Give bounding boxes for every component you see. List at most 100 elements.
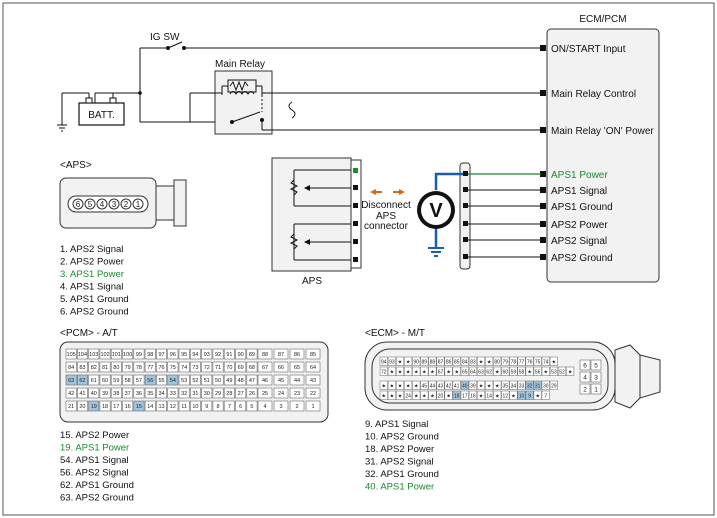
pcm-pin-number: 41 xyxy=(79,391,85,397)
pcm-pin-number: 97 xyxy=(158,352,164,358)
pcm-pin-number: 30 xyxy=(204,391,210,397)
pcm-pin-number: 99 xyxy=(136,352,142,358)
ecm-pin-cell xyxy=(566,366,575,376)
pcm-pin-cell xyxy=(289,387,305,399)
ecm-pin-cell xyxy=(533,390,542,400)
pcm-pin-number: 57 xyxy=(136,378,142,384)
pcm-pin-number: 61 xyxy=(91,378,97,384)
pcm-pin-number: 69 xyxy=(238,365,244,371)
ecm-pin-cell xyxy=(485,356,494,366)
ecm-pin-number: ★ xyxy=(552,359,557,365)
pin-list-item: 18. APS2 Power xyxy=(365,444,434,455)
pcm-pin-cell xyxy=(110,400,122,412)
aps-connector-pin xyxy=(72,198,84,210)
ecm-pin-cell xyxy=(476,366,486,376)
ecm-pin-number: 63 xyxy=(478,369,484,375)
pcm-pin-cell xyxy=(65,374,77,386)
pcm-pin-number: 50 xyxy=(215,378,221,384)
aps-connector-pin xyxy=(84,198,96,210)
pcm-pin-cell xyxy=(77,348,88,360)
pcm-pin-number: 7 xyxy=(228,404,231,410)
ecm-pin-cell xyxy=(533,366,542,376)
pcm-pin-number: 91 xyxy=(226,352,232,358)
pcm-pin-cell xyxy=(190,400,201,412)
ecm-pin-cell xyxy=(379,366,388,376)
ecm-pin-number: 65 xyxy=(462,369,468,375)
pcm-pin-number: 47 xyxy=(249,378,255,384)
pcm-pin-number: 52 xyxy=(192,378,198,384)
pcm-pin-number: 66 xyxy=(278,365,284,371)
ecm-pin-number: ★ xyxy=(487,359,492,365)
ecm-pin-number: 76 xyxy=(527,359,533,365)
pcm-pin-cell xyxy=(273,400,289,412)
ecm-pin-number: ★ xyxy=(446,393,451,399)
pcm-pin-cell xyxy=(99,361,111,373)
ecm-pin-number: ★ xyxy=(422,369,427,375)
pcm-pin-cell xyxy=(178,348,190,360)
pcm-pin-cell xyxy=(223,400,235,412)
ecm-pin-label: APS2 Signal xyxy=(551,236,607,247)
pcm-pin-cell xyxy=(167,348,179,360)
ecm-pin-number: 43 xyxy=(438,383,444,389)
pcm-pin-number: 24 xyxy=(278,391,284,397)
pcm-pin-number: 75 xyxy=(170,365,176,371)
ecm-pin-cell xyxy=(468,390,477,400)
pcm-pin-cell xyxy=(246,361,258,373)
ecm-pin-cell xyxy=(501,390,510,400)
pcm-pin-number: 96 xyxy=(170,352,176,358)
pcm-pin-cell xyxy=(305,387,321,399)
pin-list-item: 2. APS2 Power xyxy=(60,257,124,268)
ecm-pin-label: APS1 Power xyxy=(551,170,608,181)
pcm-pin-cell xyxy=(257,400,273,412)
ecm-pin-cell xyxy=(476,356,486,366)
ecm-pin-number: ★ xyxy=(430,369,435,375)
ecm-side-pin-number: 1 xyxy=(594,387,598,394)
pcm-pin-cell xyxy=(133,387,145,399)
pin-list-item: 6. APS2 Ground xyxy=(60,307,129,318)
pin-list-item: 63. APS2 Ground xyxy=(60,493,134,504)
ecm-pin-cell xyxy=(460,366,469,376)
ecm-pin-cell xyxy=(412,366,421,376)
ecm-pin-cell xyxy=(387,366,396,376)
pcm-pin-number: 16 xyxy=(125,404,131,410)
ecm-pin-number: 42 xyxy=(446,383,452,389)
ecm-pin-number: 62 xyxy=(486,369,492,375)
pcm-pin-number: 82 xyxy=(91,365,97,371)
pcm-pin-cell xyxy=(77,400,88,412)
pcm-pin-cell xyxy=(122,348,134,360)
pcm-pin-number: 40 xyxy=(91,391,97,397)
ecm-pin-number: 85 xyxy=(454,359,460,365)
pcm-pin-cell xyxy=(88,400,100,412)
ecm-pin-number: 33 xyxy=(519,383,525,389)
ecm-pin-cell xyxy=(444,390,453,400)
pcm-pin-number: 59 xyxy=(113,378,119,384)
ecm-side-pin-number: 4 xyxy=(583,375,587,382)
pcm-pin-number: 6 xyxy=(239,404,242,410)
ecm-pin-cell xyxy=(525,366,534,376)
ecm-pin-number: 32 xyxy=(527,383,533,389)
pcm-pin-cell xyxy=(110,361,122,373)
pcm-pin-number: 56 xyxy=(147,378,153,384)
ecm-pin-marker xyxy=(540,90,546,96)
ecm-pin-number: 84 xyxy=(462,359,468,365)
pin-list-item: 9. APS1 Signal xyxy=(365,419,428,430)
pcm-pin-cell xyxy=(235,400,247,412)
pcm-pin-number: 23 xyxy=(294,391,300,397)
pcm-pin-cell xyxy=(122,374,134,386)
pcm-pin-number: 62 xyxy=(79,378,85,384)
ecm-pin-marker xyxy=(540,187,546,193)
pcm-pin-cell xyxy=(88,374,100,386)
ecm-pin-number: ★ xyxy=(446,369,451,375)
pcm-pin-number: 19 xyxy=(91,404,97,410)
pcm-pin-cell xyxy=(99,387,111,399)
ecm-pin-cell xyxy=(404,356,413,366)
ecm-pin-cell xyxy=(404,380,413,390)
ecm-pin-cell xyxy=(395,380,405,390)
ecm-pin-cell xyxy=(541,380,550,390)
pcm-pin-cell xyxy=(223,348,235,360)
pcm-pin-cell xyxy=(212,348,224,360)
pcm-pin-number: 79 xyxy=(125,365,131,371)
pin-list-item: 56. APS2 Signal xyxy=(60,468,129,479)
pcm-pin-number: 46 xyxy=(262,378,268,384)
ecm-pin-cell xyxy=(541,356,550,366)
